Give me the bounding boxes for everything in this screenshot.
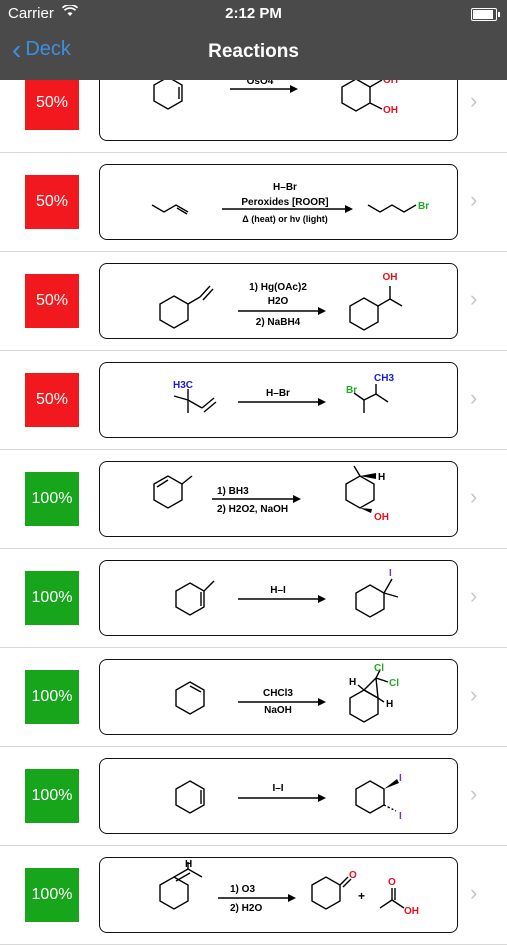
- back-button[interactable]: ‹ Deck: [12, 33, 71, 65]
- product-label: OH: [383, 272, 398, 283]
- reagent-text: CHCl3: [263, 688, 293, 699]
- reaction-diagram: CHCl3 NaOH Cl Cl H H: [175, 663, 399, 723]
- product-label: H: [386, 699, 393, 710]
- reaction-row[interactable]: 50% H–Br H3C: [0, 351, 507, 450]
- carrier-label: Carrier: [8, 5, 54, 22]
- reagent-text: Peroxides [ROOR]: [241, 197, 328, 208]
- reaction-row[interactable]: 50% H–Br Peroxides [ROOR] Δ (heat) or hν…: [0, 153, 507, 252]
- reagent-text: 2) H2O2, NaOH: [217, 504, 288, 515]
- reagent-text: NaOH: [264, 705, 292, 716]
- battery-icon: [471, 8, 500, 21]
- reaction-row[interactable]: 100% 1) O3: [0, 846, 507, 945]
- chevron-right-icon[interactable]: ›: [470, 88, 478, 113]
- reagent-text: 1) Hg(OAc)2: [249, 282, 307, 293]
- chevron-right-icon[interactable]: ›: [470, 187, 478, 212]
- score-badge: 50%: [25, 76, 79, 130]
- score-badge: 100%: [25, 868, 79, 922]
- chevron-right-icon[interactable]: ›: [470, 484, 478, 509]
- chevron-left-icon: ‹: [12, 33, 22, 65]
- reaction-card: H–Br H3C Br CH3: [99, 362, 458, 438]
- reaction-row[interactable]: 100% CHCl3 NaOH: [0, 648, 507, 747]
- clock: 2:12 PM: [225, 5, 282, 22]
- reaction-card: 1) BH3 2) H2O2, NaOH H OH: [99, 461, 458, 537]
- score-badge: 50%: [25, 373, 79, 427]
- reaction-diagram: 1) BH3 2) H2O2, NaOH H OH: [153, 465, 389, 523]
- product-label: Br: [346, 385, 357, 396]
- reaction-row[interactable]: 100% H–I I ›: [0, 549, 507, 648]
- page-title: Reactions: [208, 41, 299, 62]
- product-label: Br: [418, 201, 429, 212]
- reaction-card: H–I I: [99, 560, 458, 636]
- reaction-row[interactable]: 50% 1) Hg(OAc)2 H2O 2) NaBH4 O: [0, 252, 507, 351]
- reagent-text: H–I: [270, 585, 286, 596]
- chevron-right-icon[interactable]: ›: [470, 880, 478, 905]
- reaction-card: 1) O3 2) H2O H O + O OH: [99, 857, 458, 933]
- product-label: H: [378, 472, 385, 483]
- reaction-list: 50% OsO4 OH OH › 50%: [0, 54, 507, 945]
- reagent-text: Δ (heat) or hν (light): [242, 214, 327, 224]
- reagent-text: H2O: [268, 296, 289, 307]
- product-label: Cl: [389, 678, 399, 689]
- reagent-text: OsO4: [247, 76, 274, 87]
- reaction-card: H–Br Peroxides [ROOR] Δ (heat) or hν (li…: [99, 164, 458, 240]
- reaction-card: CHCl3 NaOH Cl Cl H H: [99, 659, 458, 735]
- reagent-text: 2) NaBH4: [256, 317, 301, 328]
- reaction-diagram: I–I I I: [175, 773, 402, 822]
- chevron-right-icon[interactable]: ›: [470, 682, 478, 707]
- product-label: I: [399, 811, 402, 822]
- reaction-row[interactable]: 100% I–I I I ›: [0, 747, 507, 846]
- score-badge: 50%: [25, 274, 79, 328]
- product-label: O: [388, 877, 396, 888]
- product-label: +: [358, 889, 365, 903]
- product-label: OH: [383, 75, 398, 86]
- score-badge: 100%: [25, 571, 79, 625]
- reaction-diagram: H–I I: [175, 568, 399, 618]
- chevron-right-icon[interactable]: ›: [470, 385, 478, 410]
- product-label: OH: [374, 512, 389, 523]
- reaction-card: 1) Hg(OAc)2 H2O 2) NaBH4 OH: [99, 263, 458, 339]
- reaction-row[interactable]: 100% 1) BH3 2) H2O2, NaOH H OH: [0, 450, 507, 549]
- chevron-right-icon[interactable]: ›: [470, 781, 478, 806]
- product-label: H: [349, 677, 356, 688]
- score-badge: 100%: [25, 769, 79, 823]
- product-label: I: [399, 773, 402, 784]
- reaction-diagram: 1) O3 2) H2O H O + O OH: [159, 859, 419, 917]
- reagent-text: 2) H2O: [230, 903, 262, 914]
- reaction-diagram: H–Br Peroxides [ROOR] Δ (heat) or hν (li…: [151, 182, 429, 224]
- back-button-label: Deck: [25, 38, 71, 60]
- reagent-text: H–Br: [273, 182, 297, 193]
- score-badge: 100%: [25, 670, 79, 724]
- nav-header: Carrier 2:12 PM ‹ Deck Reactions: [0, 0, 507, 80]
- reagent-text: H–Br: [266, 388, 290, 399]
- status-bar: Carrier 2:12 PM: [0, 0, 507, 28]
- product-label: I: [389, 568, 392, 579]
- product-label: O: [349, 870, 357, 881]
- score-badge: 100%: [25, 472, 79, 526]
- reaction-diagram: H–Br H3C Br CH3: [173, 373, 394, 413]
- reagent-text: 1) BH3: [217, 486, 249, 497]
- reaction-card: I–I I I: [99, 758, 458, 834]
- substrate-label: H: [185, 859, 192, 870]
- product-label: OH: [404, 906, 419, 917]
- product-label: OH: [383, 105, 398, 116]
- chevron-right-icon[interactable]: ›: [470, 286, 478, 311]
- reaction-diagram: 1) Hg(OAc)2 H2O 2) NaBH4 OH: [159, 272, 403, 331]
- substrate-label: H3C: [173, 380, 193, 391]
- reagent-text: 1) O3: [230, 884, 255, 895]
- chevron-right-icon[interactable]: ›: [470, 583, 478, 608]
- reaction-diagram: OsO4 OH OH: [153, 75, 398, 116]
- wifi-icon: [61, 4, 79, 20]
- score-badge: 50%: [25, 175, 79, 229]
- product-label: Cl: [374, 663, 384, 674]
- reagent-text: I–I: [272, 783, 283, 794]
- product-label: CH3: [374, 373, 394, 384]
